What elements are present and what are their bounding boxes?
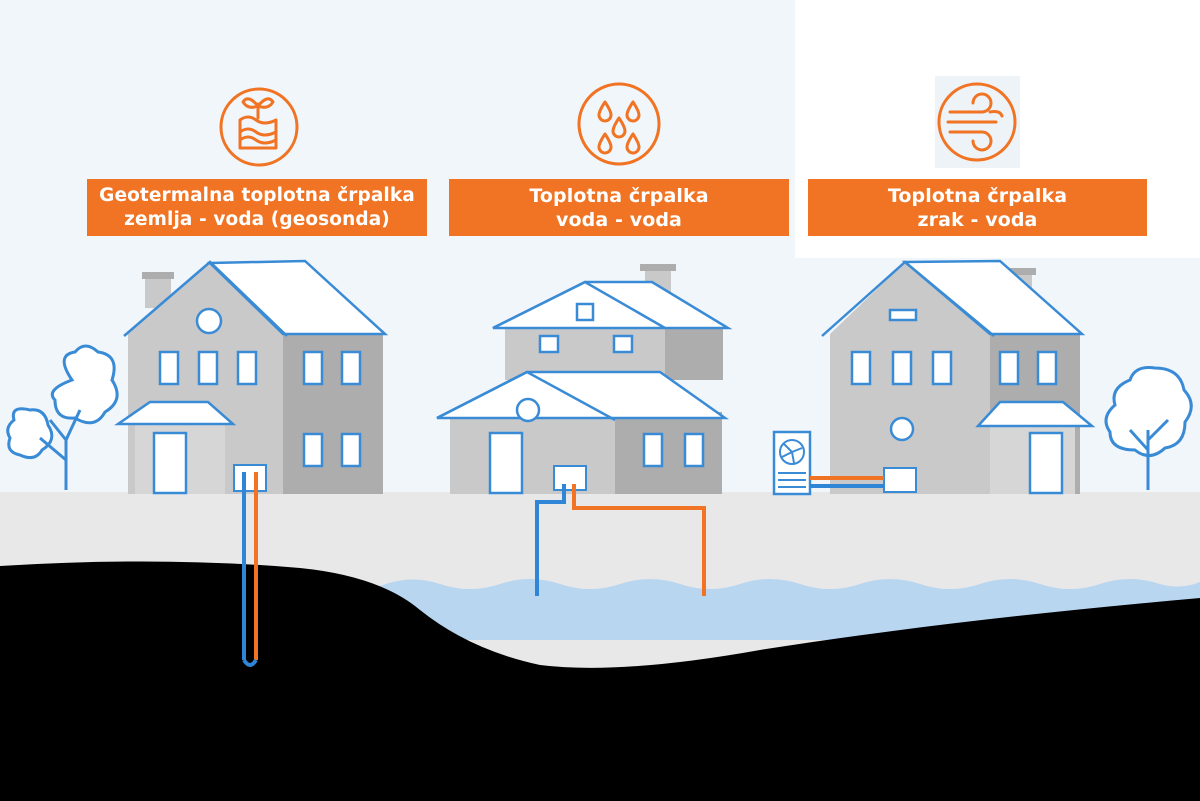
label-geothermal-line1: Geotermalna toplotna črpalka xyxy=(99,184,415,206)
plant-soil-icon xyxy=(219,87,299,167)
label-air-line1: Toplotna črpalka xyxy=(887,184,1068,207)
outdoor-fan-unit xyxy=(772,430,812,496)
label-water-line2: voda - voda xyxy=(556,208,682,231)
house-geothermal xyxy=(113,259,389,495)
house-water xyxy=(436,264,733,495)
label-water-line1: Toplotna črpalka xyxy=(529,184,709,207)
label-geothermal-line2: zemlja - voda (geosonda) xyxy=(124,208,390,230)
wind-icon xyxy=(937,82,1017,162)
label-geothermal: Geotermalna toplotna črpalka zemlja - vo… xyxy=(87,179,427,236)
label-air-line2: zrak - voda xyxy=(917,208,1038,231)
label-air: Toplotna črpalka zrak - voda xyxy=(808,179,1147,236)
house-air xyxy=(772,259,1096,496)
pipes-water xyxy=(535,484,706,596)
underground xyxy=(0,561,1200,801)
pipes-air xyxy=(810,476,884,488)
pipes-geothermal xyxy=(242,472,258,667)
label-water: Toplotna črpalka voda - voda xyxy=(449,179,789,236)
tree-left xyxy=(6,344,119,490)
water-drops-icon xyxy=(577,82,661,166)
tree-right xyxy=(1104,366,1193,490)
